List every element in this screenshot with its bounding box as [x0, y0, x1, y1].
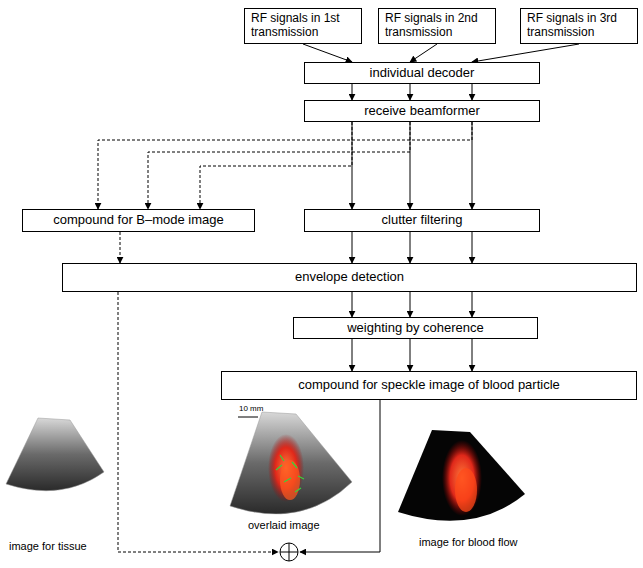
connector-arrow	[472, 44, 579, 62]
process-box: compound for speckle image of blood part…	[221, 371, 637, 400]
overlaid-image	[230, 412, 352, 514]
tissue-feed-line	[118, 292, 278, 552]
connector-arrow	[352, 84, 353, 100]
process-box: envelope detection	[62, 263, 637, 292]
box-label: RF signals in 3rd transmission	[527, 12, 631, 40]
process-box: receive beamformer	[304, 100, 540, 122]
process-box: RF signals in 2nd transmission	[378, 8, 496, 44]
image-caption: image for tissue	[8, 540, 88, 552]
connector-arrow	[410, 292, 411, 317]
box-label: envelope detection	[295, 270, 404, 285]
box-label: individual decoder	[370, 66, 475, 81]
box-label: weighting by coherence	[347, 321, 484, 336]
process-box: compound for B–mode image	[22, 209, 255, 232]
connector-arrow	[410, 232, 411, 263]
image-caption: image for blood flow	[418, 536, 518, 548]
connector-arrow	[352, 292, 353, 317]
connector-arrow	[98, 122, 472, 209]
tissue-image	[6, 418, 104, 491]
process-box: clutter filtering	[304, 209, 540, 232]
summing-junction	[280, 543, 298, 561]
connector-arrow	[148, 122, 410, 209]
process-box: RF signals in 3rd transmission	[520, 8, 638, 44]
connector-arrow	[352, 122, 353, 209]
box-label: RF signals in 2nd transmission	[385, 12, 489, 40]
connector-arrow	[410, 339, 411, 371]
connector-arrow	[200, 122, 352, 209]
connector-arrow	[410, 44, 437, 62]
connector-arrow	[120, 232, 121, 263]
blood-flow-image	[398, 430, 525, 521]
box-label: clutter filtering	[382, 213, 463, 228]
scale-label: 10 mm	[238, 404, 264, 413]
connector-arrow	[410, 122, 411, 209]
box-label: receive beamformer	[364, 104, 480, 119]
connector-arrow	[472, 232, 473, 263]
box-label: compound for speckle image of blood part…	[298, 378, 560, 393]
connector-arrow	[472, 84, 473, 100]
box-label: RF signals in 1st transmission	[251, 12, 355, 40]
connector-arrow	[472, 122, 473, 209]
connector-arrow	[303, 44, 352, 62]
connector-arrow	[410, 84, 411, 100]
connector-arrow	[352, 232, 353, 263]
image-caption: overlaid image	[247, 519, 321, 531]
process-box: weighting by coherence	[293, 317, 538, 339]
process-box: individual decoder	[304, 62, 540, 84]
process-box: RF signals in 1st transmission	[244, 8, 362, 44]
box-label: compound for B–mode image	[53, 213, 224, 228]
connector-arrow	[352, 339, 353, 371]
connector-arrow	[472, 292, 473, 317]
connector-arrow	[472, 339, 473, 371]
